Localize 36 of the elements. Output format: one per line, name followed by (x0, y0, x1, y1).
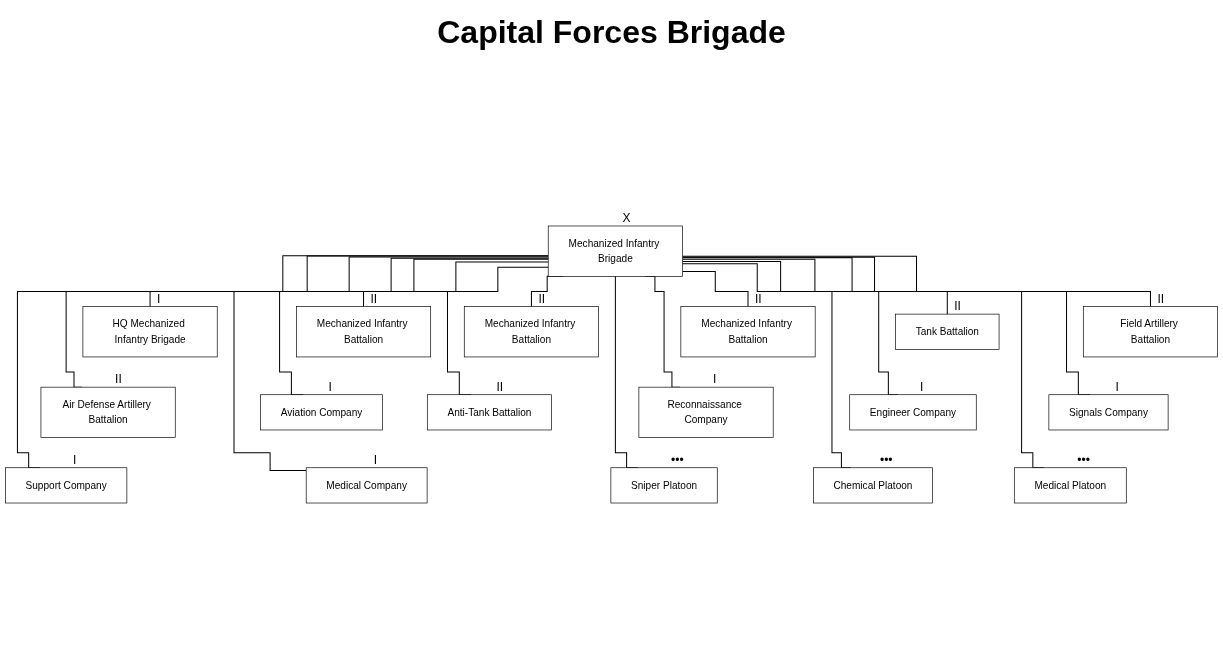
unit-size-symbol: II (953, 300, 962, 313)
node-box: Aviation Company (260, 394, 383, 431)
node-box: Engineer Company (849, 394, 977, 431)
unit-size-symbol: II (754, 292, 763, 305)
unit-size-symbol: I (327, 380, 333, 393)
unit-size-symbol: II (114, 373, 123, 386)
unit-size-symbol: II (537, 292, 547, 305)
node-box: Signals Company (1048, 394, 1169, 431)
node-box: Support Company (5, 467, 128, 504)
node-box: Air Defense Artillery Battalion (40, 386, 176, 438)
unit-size-symbol: II (369, 292, 379, 305)
node-box: Reconnaissance Company (638, 386, 774, 438)
node-box: Mechanized Infantry Battalion (463, 306, 599, 358)
unit-size-symbol: II (1156, 292, 1166, 305)
node-box: Mechanized Infantry Battalion (296, 306, 432, 358)
chart-title: Capital Forces Brigade (437, 14, 786, 51)
unit-size-symbol: I (72, 453, 78, 466)
connector (682, 271, 749, 308)
node-box: Chemical Platoon (813, 467, 933, 504)
unit-size-symbol: I (712, 373, 718, 386)
node-box: Mechanized Infantry Brigade (547, 225, 683, 277)
node-box: Anti-Tank Battalion (426, 394, 552, 431)
unit-size-symbol: I (156, 292, 162, 305)
node-box: Medical Platoon (1013, 467, 1127, 504)
node-box: Sniper Platoon (610, 467, 718, 504)
node-box: Medical Company (305, 467, 428, 504)
node-box: Field Artillery Battalion (1082, 306, 1218, 358)
node-box: Tank Battalion (895, 313, 1000, 350)
connector (682, 258, 948, 315)
unit-size-symbol: I (1114, 380, 1120, 393)
node-box: Mechanized Infantry Battalion (680, 306, 816, 358)
unit-size-symbol: II (495, 380, 505, 393)
node-box: HQ Mechanized Infantry Brigade (82, 306, 218, 358)
unit-size-symbol: X (621, 212, 632, 224)
unit-size-symbol: I (372, 453, 378, 466)
unit-size-symbol: I (919, 380, 925, 393)
